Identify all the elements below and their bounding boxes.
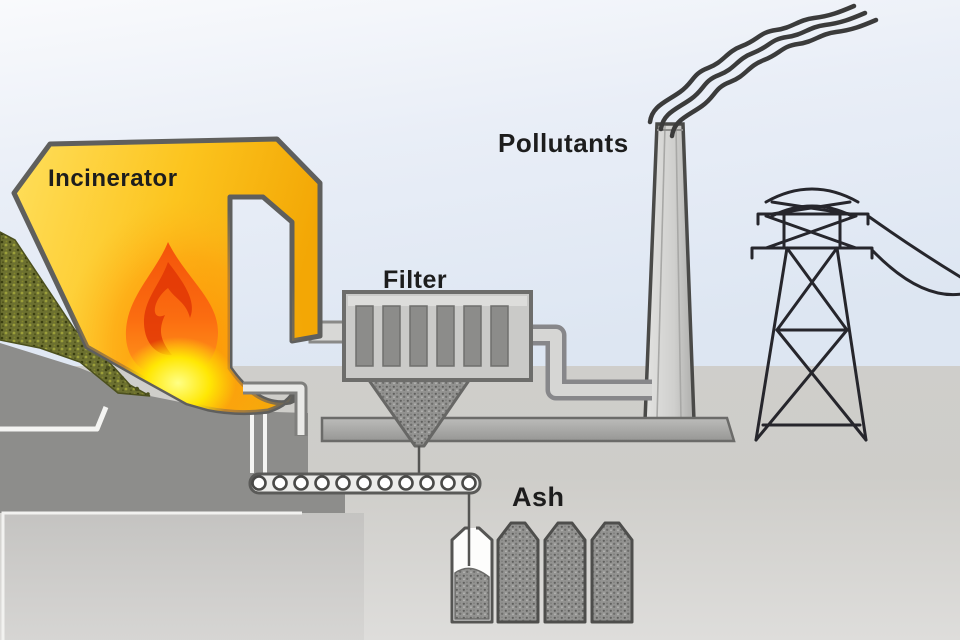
- filter-box: Filter: [342, 266, 533, 382]
- ash-container-full-2: [543, 521, 587, 624]
- plant-platform: [320, 416, 736, 443]
- power-lines: [866, 214, 960, 297]
- flue-pipe: [528, 324, 652, 401]
- incinerator-label: Incinerator: [48, 165, 178, 192]
- ground-dark-block: [0, 343, 345, 513]
- ash-discharge-pipe: [243, 381, 308, 436]
- pylon-icon: [750, 187, 874, 442]
- ash-container-partial-fill: [454, 567, 490, 620]
- smoke-icon: [647, 3, 879, 139]
- conveyor-rollers: [251, 475, 477, 491]
- ash-containers: Ash: [450, 482, 634, 624]
- ash-conveyor: [248, 472, 482, 495]
- filter-slats: [355, 305, 509, 367]
- waste-feed: [0, 231, 151, 397]
- filter-label: Filter: [383, 266, 447, 294]
- ground-lower-panel: [4, 513, 364, 640]
- ash-label: Ash: [512, 482, 565, 512]
- ash-container-full-3: [590, 521, 634, 624]
- flame-inner: [143, 262, 192, 356]
- panel-border-line: [1, 511, 302, 640]
- waste-pit-outline: [0, 406, 109, 432]
- pollutants-label: Pollutants: [498, 128, 629, 158]
- ash-container-full-1: [496, 521, 540, 624]
